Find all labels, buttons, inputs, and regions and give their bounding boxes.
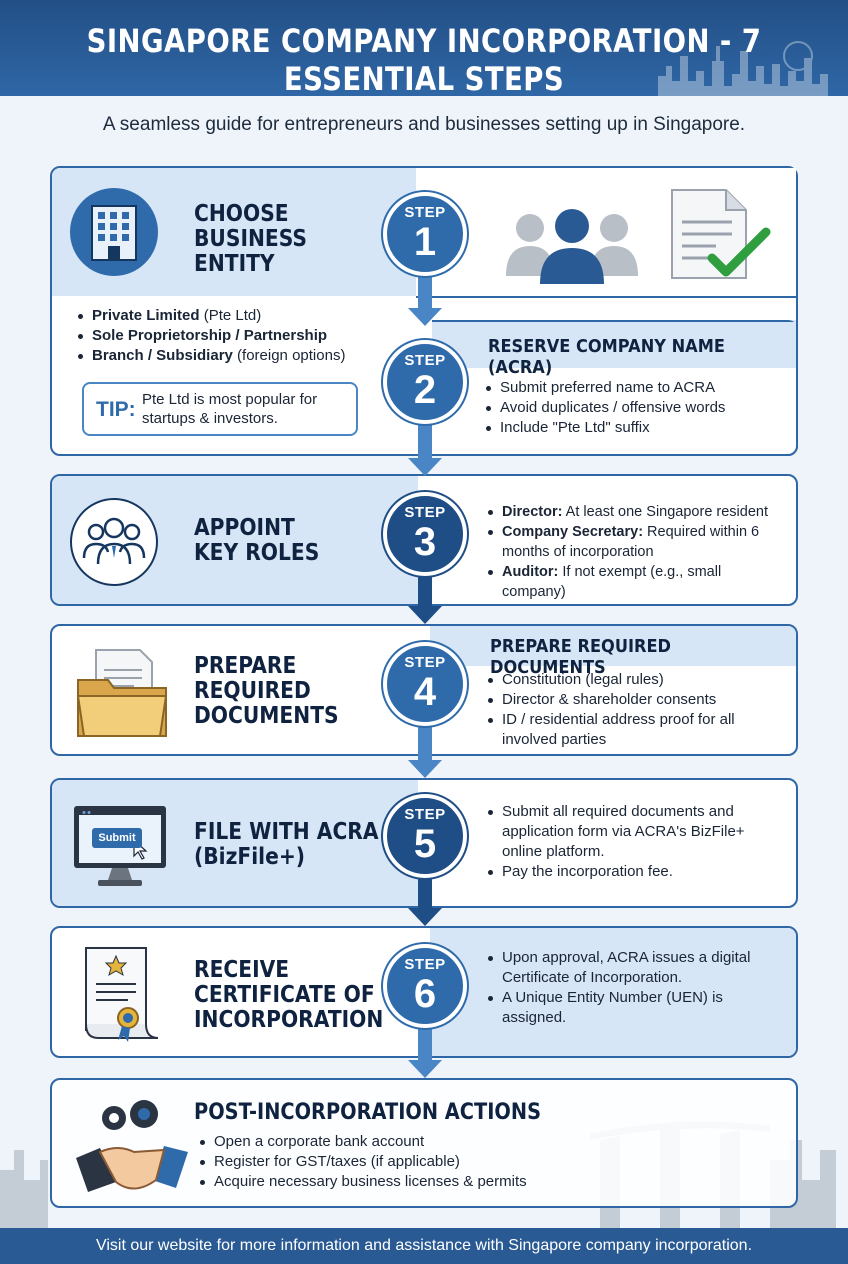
list-item: Submit all required documents and applic… bbox=[486, 802, 786, 862]
arrow-down-icon bbox=[408, 458, 442, 476]
team-icon bbox=[70, 498, 158, 586]
list-item: Submit preferred name to ACRA bbox=[484, 378, 784, 398]
list-item: Private Limited (Pte Ltd) bbox=[76, 306, 396, 326]
people-icon bbox=[506, 209, 638, 284]
list-item: A Unique Entity Number (UEN) is assigned… bbox=[486, 988, 776, 1028]
flow-arrow bbox=[418, 412, 432, 460]
submit-button-graphic: Submit bbox=[92, 828, 142, 848]
list-item: Branch / Subsidiary (foreign options) bbox=[76, 346, 396, 366]
list-item: Director & shareholder consents bbox=[486, 690, 776, 710]
step4-title: PREPARE REQUIRED DOCUMENTS bbox=[194, 653, 339, 729]
list-item: Register for GST/taxes (if applicable) bbox=[198, 1152, 618, 1172]
list-item: Acquire necessary business licenses & pe… bbox=[198, 1172, 618, 1192]
list-item: ID / residential address proof for all i… bbox=[486, 710, 776, 750]
list-item: Include "Pte Ltd" suffix bbox=[484, 418, 784, 438]
list-item: Director: At least one Singapore residen… bbox=[486, 502, 786, 522]
list-item: Pay the incorporation fee. bbox=[486, 862, 786, 882]
step7-title: POST-INCORPORATION ACTIONS bbox=[194, 1100, 542, 1125]
step5-bullets: Submit all required documents and applic… bbox=[486, 802, 786, 882]
list-item: Constitution (legal rules) bbox=[486, 670, 776, 690]
page-title: SINGAPORE COMPANY INCORPORATION - 7 ESSE… bbox=[86, 22, 762, 96]
footer-bar: Visit our website for more information a… bbox=[0, 1228, 848, 1264]
list-item: Open a corporate bank account bbox=[198, 1132, 618, 1152]
step3-bullets: Director: At least one Singapore residen… bbox=[486, 502, 786, 602]
certificate-icon bbox=[85, 947, 159, 1042]
arrow-down-icon bbox=[408, 606, 442, 624]
step1-title: CHOOSE BUSINESS ENTITY bbox=[194, 201, 307, 277]
tip-callout: TIP: Pte Ltd is most popular for startup… bbox=[82, 382, 358, 436]
arrow-down-icon bbox=[408, 908, 442, 926]
step3-title: APPOINT KEY ROLES bbox=[194, 515, 320, 566]
step4-card: PREPARE REQUIRED DOCUMENTS PREPARE REQUI… bbox=[50, 624, 798, 756]
step1-bullets: Private Limited (Pte Ltd) Sole Proprieto… bbox=[76, 306, 396, 366]
list-item: Upon approval, ACRA issues a digital Cer… bbox=[486, 948, 776, 988]
arrow-down-icon bbox=[408, 1060, 442, 1078]
skyline-icon bbox=[658, 41, 828, 96]
tip-text: Pte Ltd is most popular for startups & i… bbox=[142, 391, 318, 427]
step2-bullets: Submit preferred name to ACRA Avoid dupl… bbox=[484, 378, 784, 438]
step2-panel: RESERVE COMPANY NAME (ACRA) Submit prefe… bbox=[432, 320, 798, 456]
list-item: Avoid duplicates / offensive words bbox=[484, 398, 784, 418]
step6-title: RECEIVE CERTIFICATE OF INCORPORATION bbox=[194, 957, 384, 1033]
step4-side-title: PREPARE REQUIRED DOCUMENTS bbox=[490, 636, 672, 678]
step5-title: FILE WITH ACRA (BizFile+) bbox=[194, 819, 379, 870]
list-item: Sole Proprietorship / Partnership bbox=[76, 326, 396, 346]
step4-bullets: Constitution (legal rules) Director & sh… bbox=[486, 670, 776, 750]
step7-card: POST-INCORPORATION ACTIONS Open a corpor… bbox=[50, 1078, 798, 1208]
list-item: Company Secretary: Required within 6 mon… bbox=[486, 522, 786, 562]
header-banner: SINGAPORE COMPANY INCORPORATION - 7 ESSE… bbox=[0, 0, 848, 96]
step7-bullets: Open a corporate bank account Register f… bbox=[198, 1132, 618, 1192]
step6-bullets: Upon approval, ACRA issues a digital Cer… bbox=[486, 948, 776, 1028]
building-icon bbox=[70, 188, 158, 276]
document-check-icon bbox=[671, 189, 771, 279]
tip-label: TIP: bbox=[96, 398, 136, 421]
list-item: Auditor: If not exempt (e.g., small comp… bbox=[486, 562, 786, 602]
step3-card: APPOINT KEY ROLES Director: At least one… bbox=[50, 474, 798, 606]
handshake-gears-icon bbox=[76, 1100, 188, 1192]
arrow-down-icon bbox=[408, 308, 442, 326]
page-subtitle: A seamless guide for entrepreneurs and b… bbox=[102, 114, 746, 135]
step2-title: RESERVE COMPANY NAME (ACRA) bbox=[488, 336, 725, 378]
arrow-down-icon bbox=[408, 760, 442, 778]
folder-icon bbox=[76, 649, 168, 737]
